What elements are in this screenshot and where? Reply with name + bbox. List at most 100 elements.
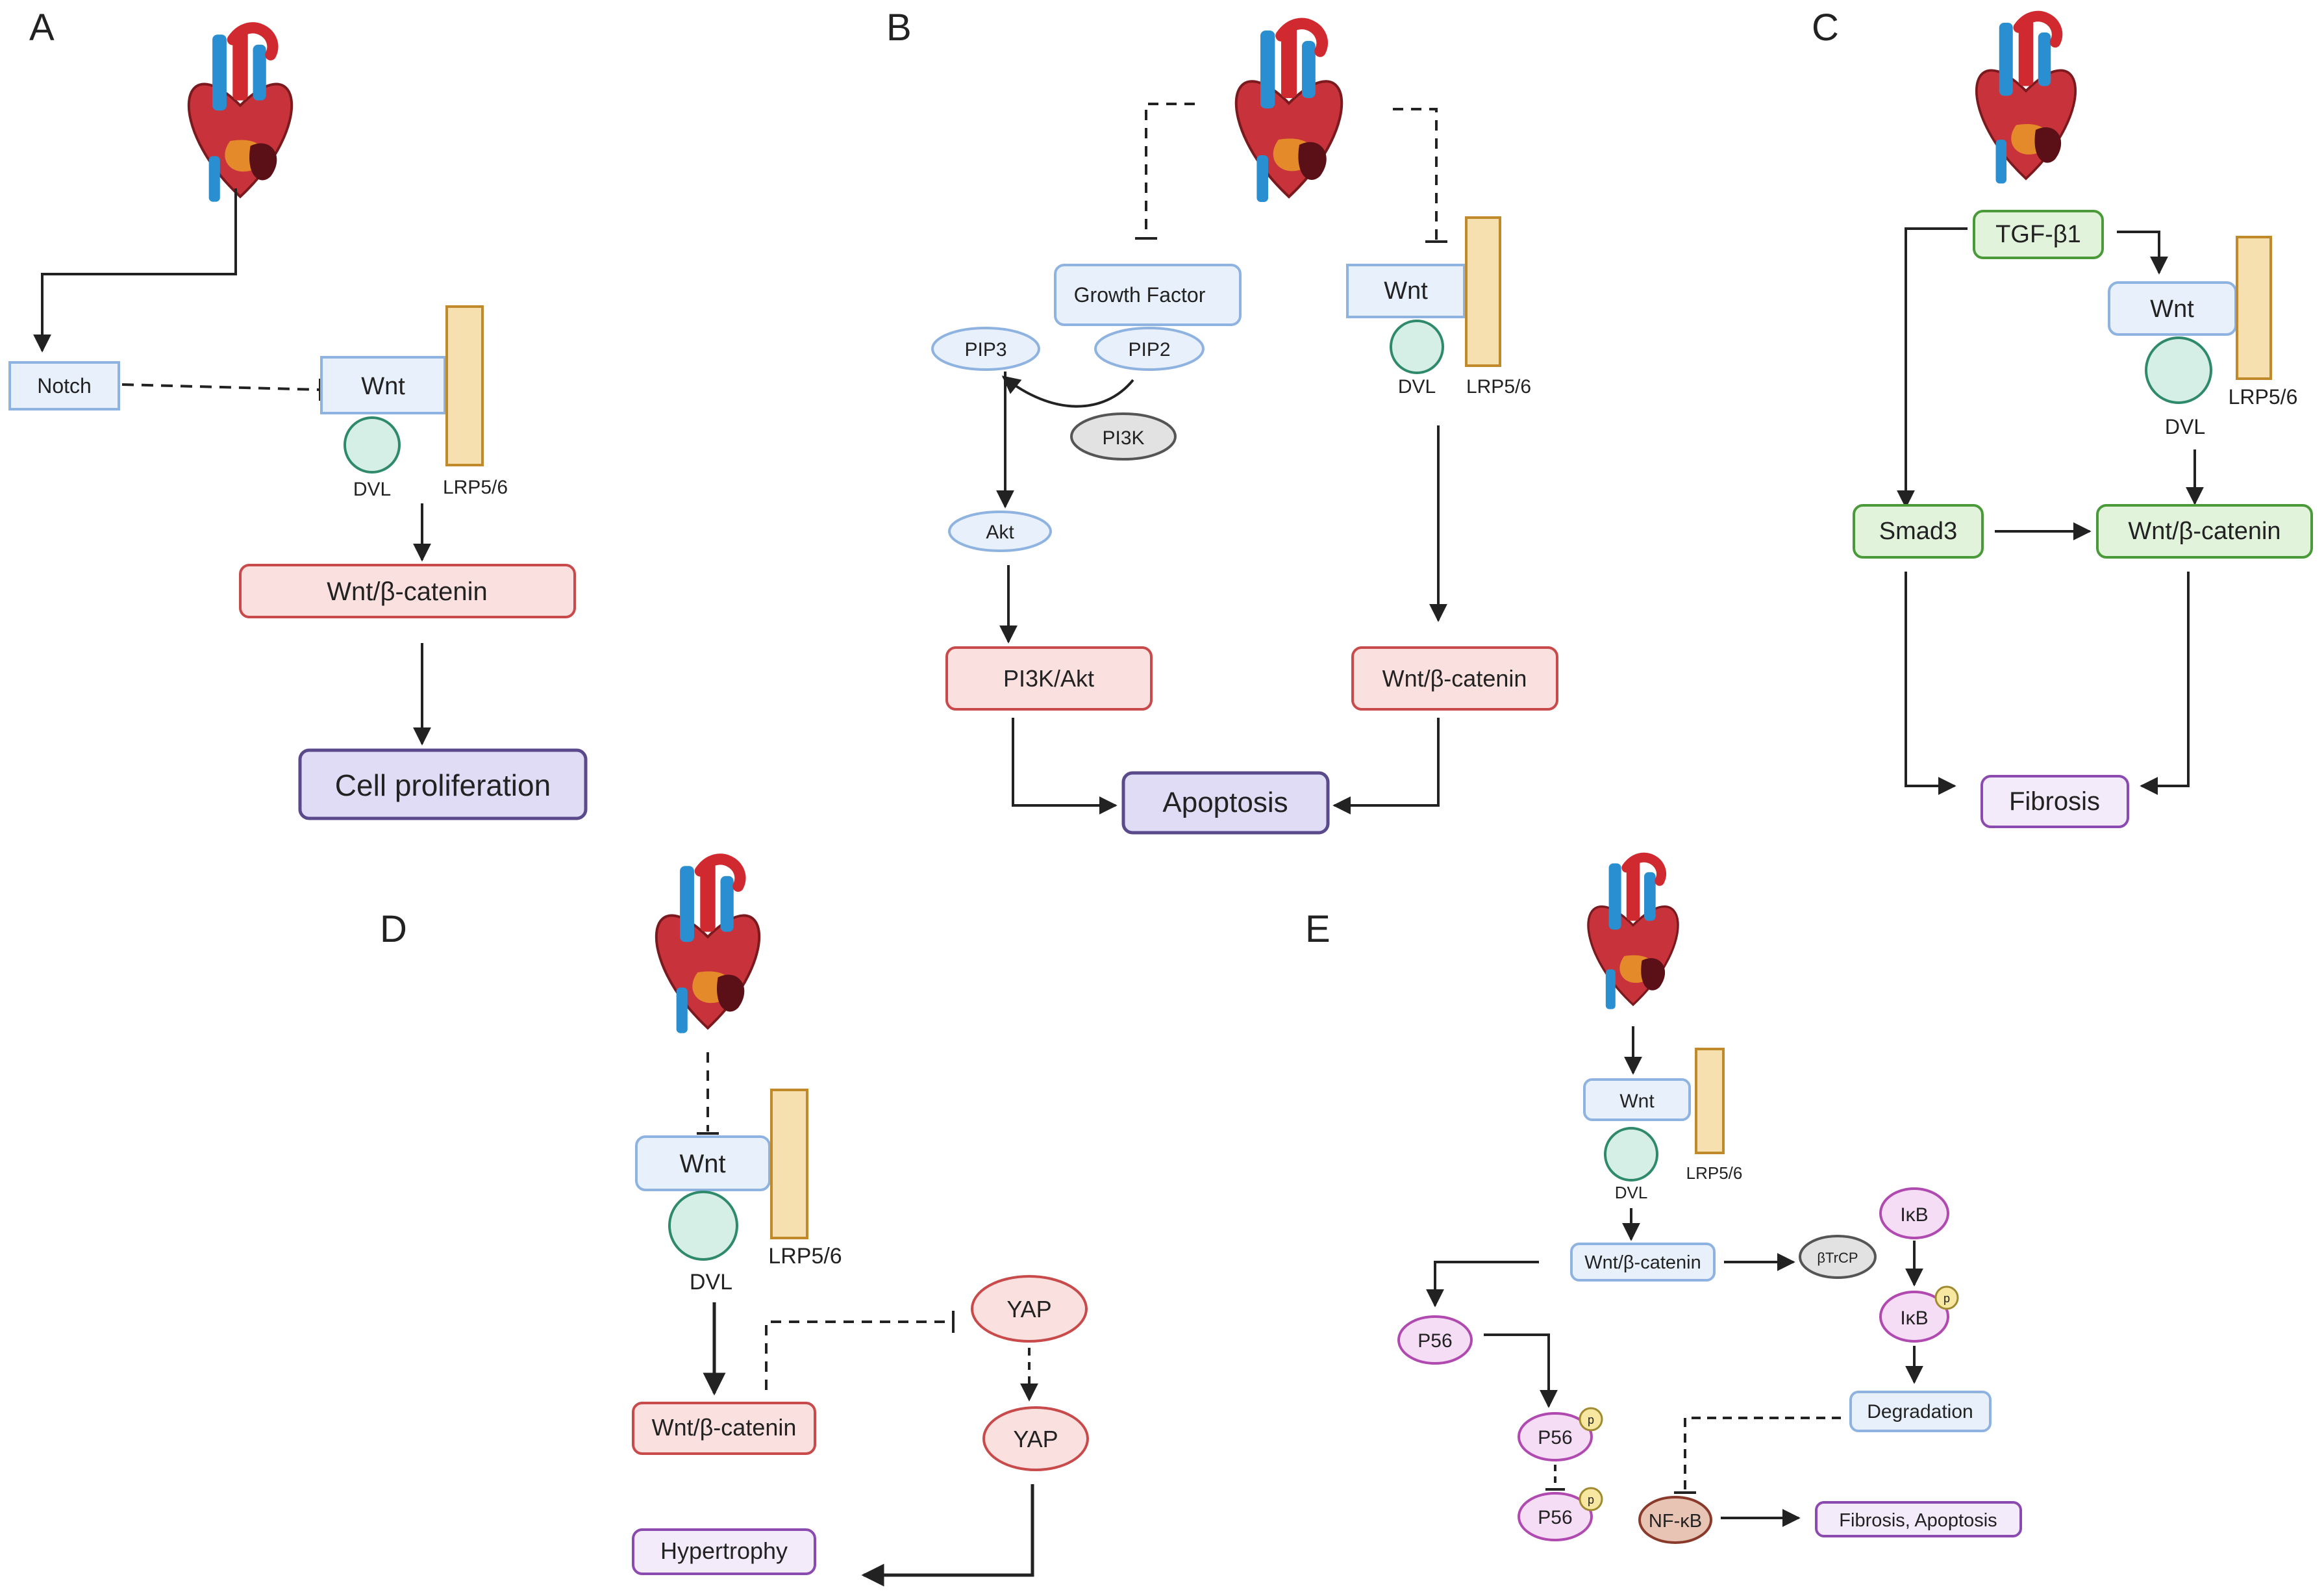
- wnt-label: Wnt: [1619, 1091, 1655, 1112]
- dvl-circle: [668, 1191, 738, 1261]
- outcome-box: [1980, 775, 2129, 828]
- outcome-box: [1121, 771, 1330, 835]
- outcome-label: Cell proliferation: [335, 768, 551, 802]
- btrcp-label: βTrCP: [1817, 1250, 1858, 1266]
- phospho-label: p: [1588, 1493, 1594, 1506]
- panel-e: E Wnt LRP5/6 DVL Wnt/β-catenin βTrCP IκB…: [1305, 857, 2022, 1544]
- p56-label: P56: [1538, 1427, 1572, 1448]
- panel-label-d: D: [380, 908, 407, 950]
- ikb-label: IκB: [1900, 1204, 1928, 1226]
- outcome-label: Fibrosis, Apoptosis: [1839, 1510, 1997, 1531]
- lrp-label: LRP5/6: [768, 1244, 842, 1269]
- btrcp-ellipse: [1799, 1235, 1877, 1279]
- outcome-box: [632, 1528, 816, 1575]
- lrp-receptor: [1695, 1048, 1725, 1154]
- akt-label: Akt: [986, 522, 1014, 543]
- dvl-circle: [2145, 336, 2212, 404]
- inhibition-notch-wnt: [121, 383, 321, 391]
- dvl-circle: [1390, 320, 1444, 374]
- pip2-ellipse: [1094, 327, 1205, 371]
- dvl-circle: [344, 416, 401, 474]
- outcome-label: Fibrosis: [2009, 787, 2100, 816]
- panel-label-a: A: [29, 6, 55, 49]
- panel-label-b: B: [886, 6, 912, 49]
- lrp-label: LRP5/6: [2229, 385, 2298, 409]
- lrp-receptor: [1465, 216, 1501, 367]
- tgf-box: [1973, 210, 2104, 259]
- wnt-box: [1346, 264, 1466, 318]
- wnt-bcatenin-box: [239, 564, 576, 618]
- p56-label: P56: [1538, 1507, 1572, 1528]
- smad3-label: Smad3: [1879, 518, 1957, 545]
- dvl-label: DVL: [353, 479, 391, 500]
- pi3k-label: PI3K: [1102, 427, 1144, 449]
- inhibition-degradation-nfkb: [1684, 1417, 1841, 1491]
- p56-ellipse: [1518, 1492, 1593, 1541]
- wnt-label: Wnt: [1384, 277, 1428, 305]
- inhibition-heart-wnt: [1393, 108, 1438, 240]
- pi3k-akt-box: [945, 646, 1153, 711]
- wnt-bcatenin-label: Wnt/β-catenin: [327, 577, 488, 606]
- outcome-box: [298, 748, 588, 820]
- inhibition-wnt-yap: [765, 1320, 951, 1390]
- wnt-label: Wnt: [361, 373, 405, 400]
- panel-c: C TGF-β1 Wnt LRP5/6 DVL Smad3 Wnt/β-cate…: [1812, 6, 2313, 828]
- wnt-bcatenin-label: Wnt/β-catenin: [652, 1414, 797, 1441]
- p56-ellipse: [1518, 1412, 1593, 1461]
- lrp-receptor: [770, 1089, 808, 1239]
- degradation-label: Degradation: [1867, 1401, 1973, 1422]
- yap-ellipse: [982, 1406, 1089, 1471]
- growth-factor-label: Growth Factor: [1074, 283, 1206, 307]
- phospho-circle: [1579, 1487, 1603, 1511]
- wnt-bcatenin-box: [2096, 504, 2313, 559]
- wnt-bcatenin-box: [1570, 1243, 1716, 1282]
- heart-icon: [189, 28, 292, 202]
- akt-ellipse: [948, 511, 1052, 552]
- panel-a: A Notch Wnt DVL LRP5/6 Wnt/β-catenin Cel…: [8, 6, 588, 820]
- pip3-label: PIP3: [964, 339, 1006, 360]
- wnt-bcatenin-label: Wnt/β-catenin: [2128, 518, 2280, 545]
- arrow-pip2-pip3: [1001, 375, 1134, 408]
- wnt-label: Wnt: [2150, 296, 2194, 323]
- wnt-box: [1583, 1078, 1691, 1121]
- phospho-circle: [1579, 1407, 1603, 1432]
- degradation-box: [1849, 1391, 1992, 1432]
- wnt-bcatenin-box: [632, 1402, 816, 1455]
- outcome-label: Apoptosis: [1162, 787, 1288, 818]
- p56-ellipse: [1397, 1315, 1473, 1365]
- nfkb-ellipse: [1638, 1496, 1712, 1544]
- heart-icon: [1977, 16, 2075, 184]
- p56-label: P56: [1418, 1330, 1452, 1352]
- wnt-bcatenin-label: Wnt/β-catenin: [1382, 665, 1527, 692]
- growth-factor-box: [1054, 264, 1242, 326]
- wnt-bcatenin-box: [1351, 646, 1558, 711]
- lrp-receptor: [2236, 236, 2272, 380]
- dvl-label: DVL: [1398, 376, 1436, 398]
- phospho-label: p: [1943, 1292, 1950, 1305]
- inhibition-heart-gf: [1145, 103, 1195, 237]
- lrp-label: LRP5/6: [1686, 1163, 1743, 1183]
- heart-icon: [1236, 23, 1342, 202]
- wnt-box: [320, 356, 446, 414]
- yap-label: YAP: [1006, 1296, 1051, 1322]
- outcome-box: [1815, 1501, 2022, 1537]
- ikb-ellipse: [1879, 1187, 1949, 1239]
- panel-d: D Wnt LRP5/6 DVL Wnt/β-catenin YAP YAP H…: [380, 859, 1089, 1587]
- pi3k-akt-label: PI3K/Akt: [1003, 665, 1094, 692]
- notch-label: Notch: [37, 374, 92, 398]
- phospho-label: p: [1588, 1413, 1594, 1426]
- pi3k-ellipse: [1070, 412, 1177, 461]
- nfkb-label: NF-κB: [1649, 1511, 1702, 1532]
- dvl-circle: [1604, 1127, 1658, 1181]
- lrp-receptor: [445, 305, 484, 466]
- smad3-box: [1853, 504, 1984, 559]
- tgf-label: TGF-β1: [1995, 221, 2081, 248]
- dvl-label: DVL: [2165, 415, 2205, 438]
- notch-box: [8, 361, 120, 411]
- outcome-label: Hypertrophy: [660, 1537, 788, 1564]
- ikb-ellipse: [1879, 1291, 1949, 1343]
- wnt-label: Wnt: [679, 1150, 725, 1178]
- dvl-label: DVL: [1615, 1183, 1648, 1202]
- arrow-heart-to-notch: [33, 188, 237, 353]
